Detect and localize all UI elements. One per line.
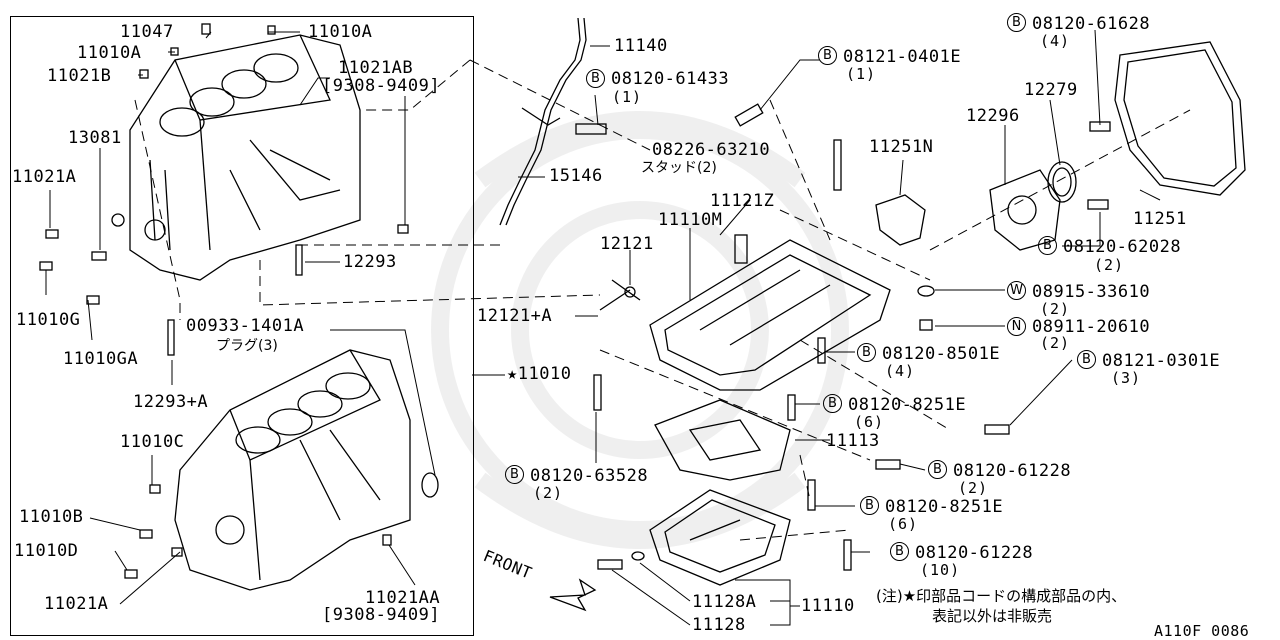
callout-11047: 11047 [120, 22, 174, 42]
bolt-b-icon: B [890, 542, 909, 561]
callout-stud-note: スタッド(2) [641, 160, 717, 176]
callout-11110m: 11110M [658, 210, 723, 230]
callout-plug-note: プラグ(3) [216, 338, 278, 354]
engine-block-upper [111, 34, 361, 281]
callout-08120-61228-b: 08120-61228 [915, 543, 1034, 563]
bolt-b-icon: B [1077, 350, 1096, 369]
callout-08120-61228-a: 08120-61228 [953, 461, 1072, 481]
bolts-right [593, 121, 1111, 571]
callout-11021a-left: 11021A [12, 167, 77, 187]
star-mark: ★ [507, 364, 518, 384]
callout-08120-8251e-b: 08120-8251E [885, 497, 1004, 517]
callout-11110: 11110 [801, 596, 855, 616]
callout-12296: 12296 [966, 106, 1020, 126]
footnote: (注)★印部品コードの構成部品の内、 表記以外は非販売 [876, 586, 1126, 627]
callout-11021ab-range: [9308-9409] [322, 76, 441, 96]
washer-and-nut [917, 285, 935, 331]
dashed-guides [134, 59, 1191, 541]
bolt-b-icon: B [1007, 13, 1026, 32]
callout-11010a-left: 11010A [77, 43, 142, 63]
callout-12293: 12293 [343, 252, 397, 272]
qty-08120-8501e: (4) [885, 362, 916, 380]
callout-11021ab: 11021AB [338, 58, 414, 78]
footnote-line-2: 表記以外は非販売 [932, 607, 1053, 626]
callout-08915-33610: 08915-33610 [1032, 282, 1151, 302]
callout-08121-0401e: 08121-0401E [843, 47, 962, 67]
washer-w-icon: W [1007, 281, 1026, 300]
bolt-b-icon: B [928, 460, 947, 479]
front-arrow [549, 578, 597, 612]
bolt-b-icon: B [1038, 236, 1057, 255]
callout-15146: 15146 [549, 166, 603, 186]
plugs-and-bolts-left [39, 23, 409, 579]
qty-08120-8251e-b: (6) [888, 515, 919, 533]
callout-08120-62028: 08120-62028 [1063, 237, 1182, 257]
callout-11128a: 11128A [692, 592, 757, 612]
callout-08226-63210: 08226-63210 [652, 140, 771, 160]
qty-08120-61228-a: (2) [958, 479, 989, 497]
oil-pan-lower [649, 489, 791, 586]
callout-08120-8251e-a: 08120-8251E [848, 395, 967, 415]
callout-11010d: 11010D [14, 541, 79, 561]
callout-11021aa-range: [9308-9409] [322, 605, 441, 625]
engine-block-lower [174, 349, 439, 591]
callout-11021b: 11021B [47, 66, 112, 86]
qty-08121-0401e: (1) [846, 65, 877, 83]
callout-08120-63528: 08120-63528 [530, 466, 649, 486]
callout-12293-a: 12293+A [133, 392, 209, 412]
callout-11010ga: 11010GA [63, 349, 139, 369]
qty-08120-61228-b: (10) [920, 561, 961, 579]
callout-11021a-bottom: 11021A [44, 594, 109, 614]
callout-11010b: 11010B [19, 507, 84, 527]
callout-11010c: 11010C [120, 432, 185, 452]
qty-08120-61433: (1) [612, 88, 643, 106]
callout-11021aa: 11021AA [365, 588, 441, 608]
rear-plate [1114, 41, 1246, 196]
baffle-plate [654, 399, 791, 481]
dipstick [499, 17, 587, 226]
nut-n-icon: N [1007, 317, 1026, 336]
callout-11251n: 11251N [869, 137, 934, 157]
callout-08911-20610: 08911-20610 [1032, 317, 1151, 337]
callout-08120-61628: 08120-61628 [1032, 14, 1151, 34]
bolt-b-icon: B [860, 496, 879, 515]
callout-08120-61433: 08120-61433 [611, 69, 730, 89]
bolt-b-icon: B [586, 69, 605, 88]
leader-lines [45, 29, 1161, 626]
callout-12121: 12121 [600, 234, 654, 254]
oil-pan-upper [599, 234, 891, 391]
callout-11251: 11251 [1133, 209, 1187, 229]
engine-block-frame [10, 16, 474, 636]
bolt-b-icon: B [818, 46, 837, 65]
qty-08915-33610: (2) [1040, 300, 1071, 318]
qty-08120-63528: (2) [533, 484, 564, 502]
callout-11010a-top: 11010A [308, 22, 373, 42]
callout-08121-0301e: 08121-0301E [1102, 351, 1221, 371]
callout-00933-1401a: 00933-1401A [186, 316, 305, 336]
callout-11140: 11140 [614, 36, 668, 56]
callout-11113: 11113 [826, 431, 880, 451]
callout-13081: 13081 [68, 128, 122, 148]
callout-12121-a: 12121+A [477, 306, 553, 326]
qty-08120-62028: (2) [1094, 256, 1125, 274]
bolt-b-icon: B [857, 343, 876, 362]
bolt-b-icon: B [505, 465, 524, 484]
callout-11010g: 11010G [16, 310, 81, 330]
footnote-line-1: (注)★印部品コードの構成部品の内、 [876, 587, 1127, 605]
cover-11251n [875, 194, 926, 246]
qty-08911-20610: (2) [1040, 334, 1071, 352]
figure-code: A110F 0086 [1154, 622, 1250, 640]
callout-08120-8501e: 08120-8501E [882, 344, 1001, 364]
qty-08121-0301e: (3) [1111, 369, 1142, 387]
bolts-top [575, 103, 842, 191]
qty-08120-61628: (4) [1040, 32, 1071, 50]
callout-12279: 12279 [1024, 80, 1078, 100]
callout-11128: 11128 [692, 615, 746, 635]
bolt-b-icon: B [823, 394, 842, 413]
qty-08120-8251e-a: (6) [854, 413, 885, 431]
callout-11121z: 11121Z [710, 191, 775, 211]
callout-11010-assembly: ★11010 [507, 364, 572, 384]
